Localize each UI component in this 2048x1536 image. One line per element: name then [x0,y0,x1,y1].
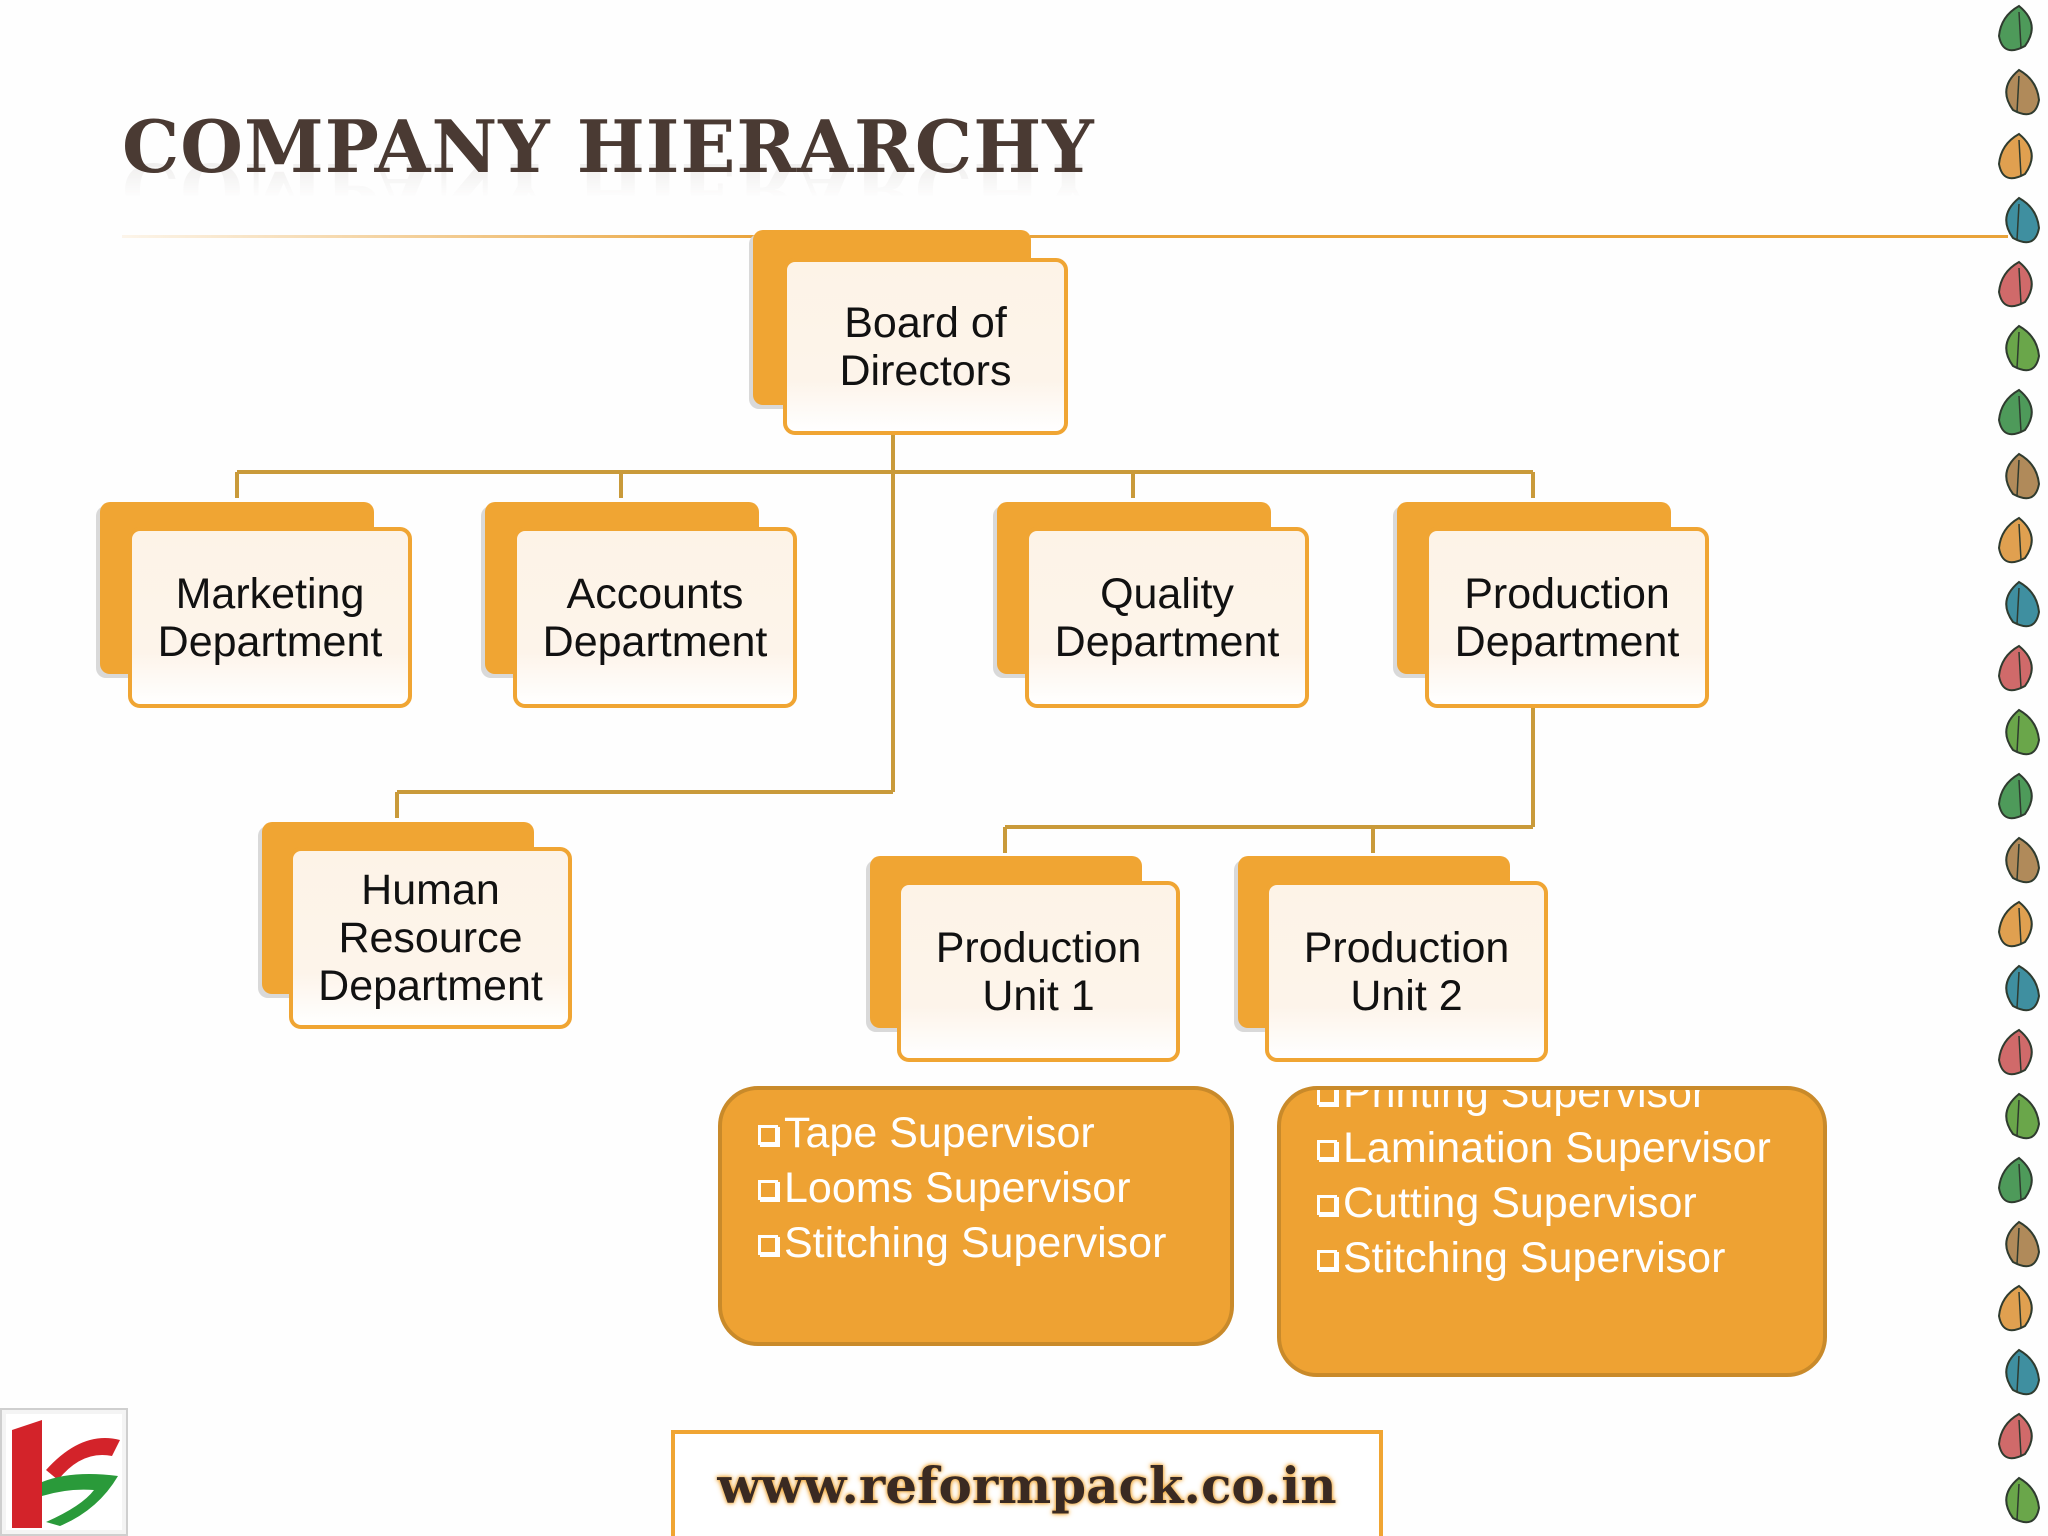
leaf-icon [1997,1028,2033,1076]
leaf-icon [1997,388,2033,436]
leaf-icon [2005,324,2041,372]
supervisor-item: Stitching Supervisor [1317,1231,1817,1286]
leaf-vein-icon [2018,11,2022,49]
quality-department-node: Quality Department [997,502,1309,708]
supervisor-item: Printing Supervisor [1317,1090,1817,1121]
leaf-vein-icon [2016,587,2020,625]
leaf-icon [1997,900,2033,948]
leaf-vein-icon [2016,1355,2020,1393]
website-link[interactable]: www.reformpack.co.in [717,1455,1337,1515]
checkbox-bullet-icon [1317,1090,1337,1105]
leaf-vein-icon [2018,779,2022,817]
website-box: www.reformpack.co.in [671,1430,1383,1536]
leaf-icon [2005,964,2041,1012]
board-of-directors-label: Board of Directors [839,298,1012,395]
production-unit-2-label: Production Unit 2 [1303,923,1510,1020]
leaf-icon [1997,1412,2033,1460]
production-department-node: Production Department [1397,502,1709,708]
leaf-vein-icon [2018,651,2022,689]
supervisor-item: Cutting Supervisor [1317,1176,1817,1231]
marketing-department-label: Marketing Department [157,569,383,666]
slide-title: COMPANY HIERARCHY [122,104,1095,189]
unit-2-supervisor-list: Printing Supervisor Lamination Superviso… [1317,1090,1817,1286]
leaf-icon [2005,1220,2041,1268]
production-unit-1-node: Production Unit 1 [870,856,1180,1062]
leaf-icon [2005,68,2041,116]
human-resource-department-label: Human Resource Department [318,866,543,1010]
supervisor-item: Stitching Supervisor [758,1216,1166,1271]
human-resource-department-node: Human Resource Department [262,822,572,1029]
supervisor-item: Lamination Supervisor [1317,1121,1817,1176]
title-rule-right [1030,235,2008,238]
leaf-vein-icon [2016,1483,2020,1521]
supervisor-item: Looms Supervisor [758,1161,1166,1216]
production-unit-2-node: Production Unit 2 [1238,856,1548,1062]
checkbox-bullet-icon [758,1180,778,1200]
leaf-vein-icon [2016,203,2020,241]
leaf-vein-icon [2018,395,2022,433]
board-of-directors-node: Board of Directors [753,230,1068,435]
leaf-icon [1997,260,2033,308]
leaf-border-decoration [1997,4,2041,1524]
leaf-vein-icon [2016,843,2020,881]
checkbox-bullet-icon [1317,1250,1337,1270]
quality-department-label: Quality Department [1054,569,1280,666]
leaf-icon [1997,516,2033,564]
leaf-vein-icon [2018,523,2022,561]
leaf-icon [2005,196,2041,244]
leaf-vein-icon [2016,715,2020,753]
leaf-vein-icon [2018,267,2022,305]
marketing-department-node: Marketing Department [100,502,412,708]
leaf-vein-icon [2018,907,2022,945]
leaf-vein-icon [2018,139,2022,177]
title-rule-left [122,235,762,238]
title-area: COMPANY HIERARCHY COMPANY HIERARCHY [122,102,1102,232]
checkbox-bullet-icon [758,1235,778,1255]
leaf-icon [2005,452,2041,500]
leaf-vein-icon [2018,1163,2022,1201]
leaf-vein-icon [2016,331,2020,369]
unit-1-supervisor-list: Tape Supervisor Looms Supervisor Stitchi… [758,1106,1166,1271]
leaf-icon [1997,132,2033,180]
leaf-icon [2005,1476,2041,1524]
accounts-department-node: Accounts Department [485,502,797,708]
leaf-icon [2005,580,2041,628]
leaf-vein-icon [2016,1099,2020,1137]
unit-2-supervisors-box: Printing Supervisor Lamination Superviso… [1277,1086,1827,1377]
checkbox-bullet-icon [1317,1140,1337,1160]
leaf-icon [2005,708,2041,756]
leaf-vein-icon [2018,1035,2022,1073]
reformpack-logo [0,1408,128,1536]
leaf-icon [1997,1156,2033,1204]
supervisor-item: Tape Supervisor [758,1106,1166,1161]
leaf-vein-icon [2016,459,2020,497]
leaf-icon [2005,1348,2041,1396]
leaf-icon [2005,836,2041,884]
leaf-icon [2005,1092,2041,1140]
leaf-vein-icon [2016,1227,2020,1265]
leaf-vein-icon [2018,1419,2022,1457]
leaf-icon [1997,644,2033,692]
production-unit-1-label: Production Unit 1 [935,923,1142,1020]
unit-1-supervisors-box: Tape Supervisor Looms Supervisor Stitchi… [718,1086,1234,1346]
leaf-vein-icon [2016,75,2020,113]
leaf-icon [1997,1284,2033,1332]
logo-icon [6,1414,122,1530]
production-department-label: Production Department [1454,569,1680,666]
leaf-icon [1997,4,2033,52]
leaf-icon [1997,772,2033,820]
accounts-department-label: Accounts Department [542,569,768,666]
leaf-vein-icon [2016,971,2020,1009]
checkbox-bullet-icon [758,1125,778,1145]
checkbox-bullet-icon [1317,1195,1337,1215]
leaf-vein-icon [2018,1291,2022,1329]
